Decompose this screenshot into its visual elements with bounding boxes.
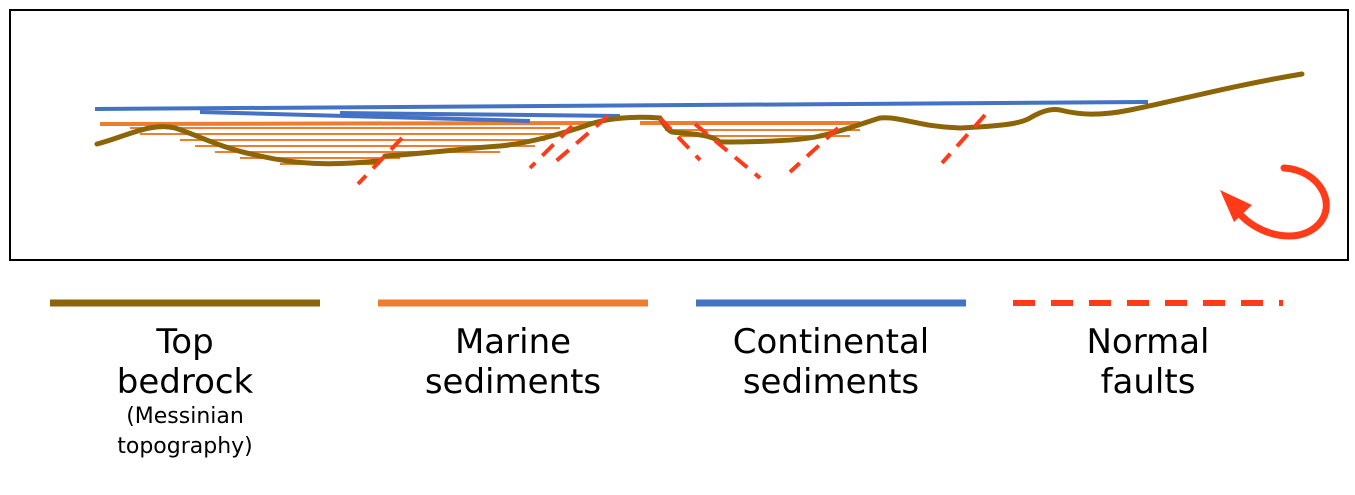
- marine-sediments-line: [99, 121, 860, 126]
- legend-swatch-continental: [696, 299, 966, 307]
- legend-swatch-bedrock: [50, 299, 320, 307]
- clockwise-rotation-arrow-icon: [1220, 164, 1330, 240]
- normal-faults: [356, 113, 987, 186]
- top-bedrock-line: [94, 71, 1305, 167]
- legend-swatch-faults: [1013, 300, 1283, 306]
- continental-sediments-line: [94, 100, 1149, 123]
- cross-section-diagram: [9, 9, 1349, 261]
- diagram-frame: [9, 9, 1349, 261]
- legend-swatch-marine: [378, 299, 648, 307]
